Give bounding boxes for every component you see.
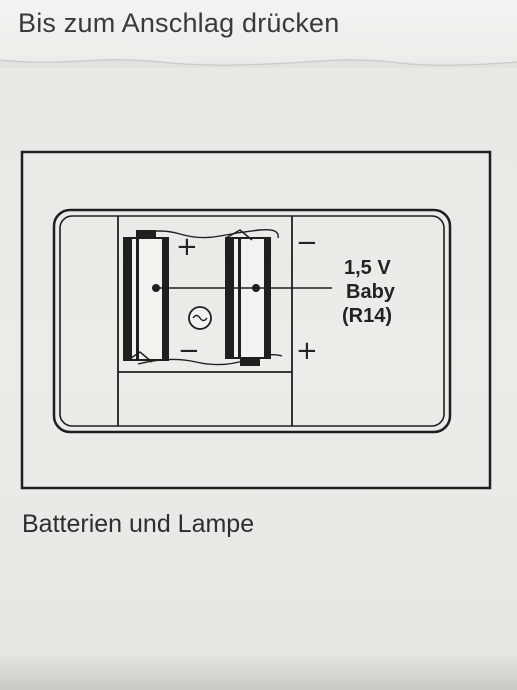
battery-left (123, 230, 169, 363)
bottom-shadow (0, 655, 517, 690)
voltage-label: 1,5 V (344, 257, 391, 279)
diagram-caption: Batterien und Lampe (22, 510, 255, 538)
battery-size-label: Baby (346, 281, 395, 303)
compartment-outer (52, 208, 452, 434)
plus-sign-right: + (296, 336, 318, 366)
minus-sign-left: − (178, 336, 200, 366)
instruction-heading: Bis zum Anschlag drücken (18, 8, 340, 38)
battery-code-label: (R14) (342, 305, 393, 327)
battery-right (225, 229, 271, 366)
top-paper-strip (0, 0, 517, 62)
lamp-symbol (188, 306, 212, 330)
torn-edge (0, 59, 517, 68)
plus-sign-left: + (176, 232, 198, 262)
minus-sign-right: − (296, 228, 318, 258)
compartment-inner (59, 215, 445, 427)
battery-compartment-diagram: + − − + 1,5 V Baby (R14) (20, 150, 492, 490)
outer-frame (20, 150, 492, 490)
diagram-drawing (20, 150, 492, 490)
